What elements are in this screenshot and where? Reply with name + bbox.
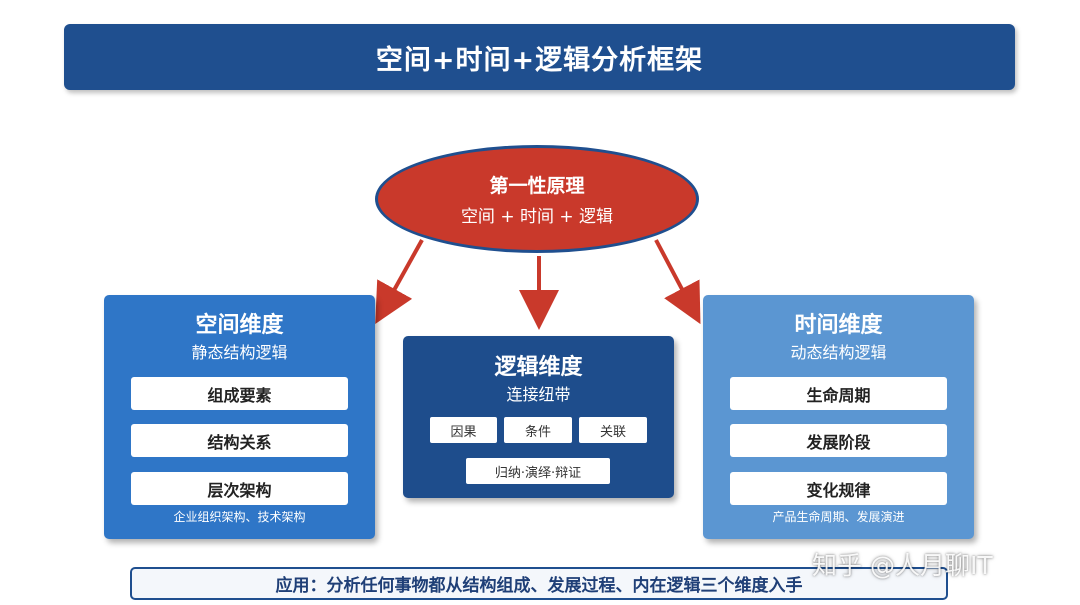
core-title: 第一性原理: [489, 175, 585, 197]
space-item-hierarchy: 层次架构: [131, 472, 348, 505]
time-item-stages: 发展阶段: [730, 424, 947, 457]
application-bar: 应用：分析任何事物都从结构组成、发展过程、内在逻辑三个维度入手: [130, 567, 948, 600]
time-subtitle: 动态结构逻辑: [790, 343, 887, 362]
arrow-to-space: [375, 239, 424, 324]
space-item-components: 组成要素: [131, 377, 348, 410]
watermark: 知乎 @人月聊IT: [812, 551, 993, 580]
arrow-to-time: [654, 239, 701, 325]
time-item-patterns: 变化规律: [730, 472, 947, 505]
space-note: 企业组织架构、技术架构: [173, 510, 306, 524]
space-subtitle: 静态结构逻辑: [191, 343, 288, 362]
first-principle-ellipse: 第一性原理 空间 + 时间 + 逻辑: [375, 145, 699, 253]
title-banner: 空间+时间+逻辑分析框架: [64, 24, 1015, 90]
time-item-lifecycle: 生命周期: [730, 377, 947, 410]
space-dimension-panel: 空间维度 静态结构逻辑 组成要素 结构关系 层次架构 企业组织架构、技术架构: [104, 295, 375, 539]
logic-chip-condition: 条件: [504, 417, 572, 443]
logic-title: 逻辑维度: [494, 355, 583, 380]
logic-chip-association: 关联: [579, 417, 647, 443]
time-title: 时间维度: [794, 313, 883, 338]
time-note: 产品生命周期、发展演进: [772, 510, 905, 524]
core-subtitle: 空间 + 时间 + 逻辑: [460, 207, 614, 227]
space-title: 空间维度: [195, 313, 284, 338]
logic-dimension-panel: 逻辑维度 连接纽带 因果 条件 关联 归纳·演绎·辩证: [403, 336, 674, 498]
time-dimension-panel: 时间维度 动态结构逻辑 生命周期 发展阶段 变化规律 产品生命周期、发展演进: [703, 295, 974, 539]
logic-chip-causal: 因果: [430, 417, 497, 443]
space-item-relations: 结构关系: [131, 424, 348, 457]
page-title: 空间+时间+逻辑分析框架: [375, 44, 704, 76]
logic-chip-reasoning: 归纳·演绎·辩证: [466, 458, 610, 484]
logic-subtitle: 连接纽带: [506, 385, 571, 404]
